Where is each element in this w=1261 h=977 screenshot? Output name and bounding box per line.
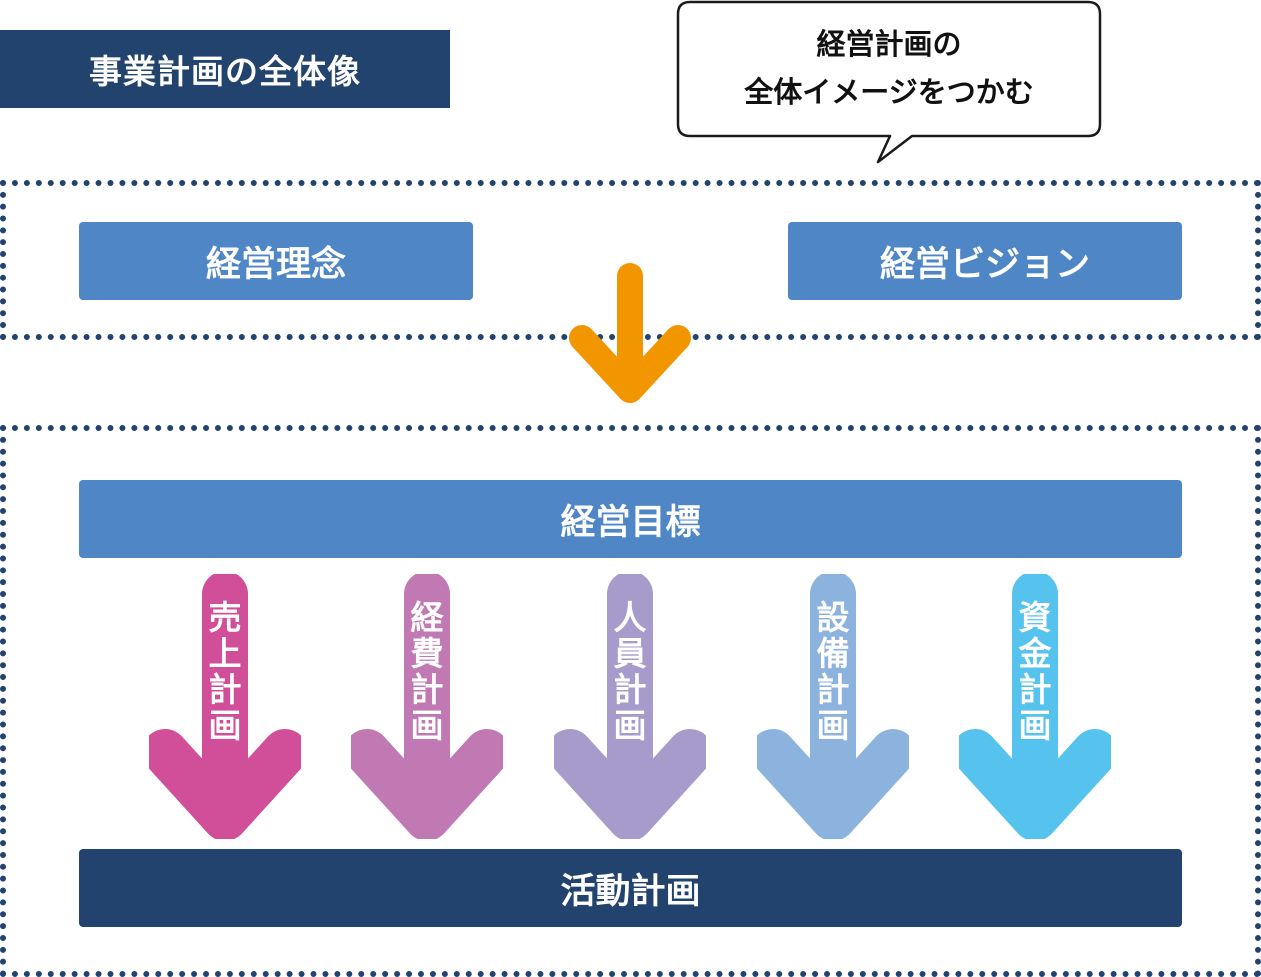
plan-label: 経費計画 xyxy=(410,598,444,745)
down-arrow-icon xyxy=(569,263,691,403)
plan-label: 設備計画 xyxy=(816,598,850,745)
activity-plan-box: 活動計画 xyxy=(79,849,1182,927)
plan-label: 売上計画 xyxy=(208,598,242,745)
plan-arrow-personnel: 人員計画 xyxy=(554,574,706,839)
bottom-section-frame xyxy=(0,425,1261,977)
management-goal-box: 経営目標 xyxy=(79,480,1182,558)
arrow-down-icon xyxy=(351,574,503,839)
arrow-down-icon xyxy=(554,574,706,839)
bubble-line-2: 全体イメージをつかむ xyxy=(744,75,1034,109)
management-philosophy-box: 経営理念 xyxy=(79,222,473,300)
arrow-down-icon xyxy=(959,574,1111,839)
page-title: 事業計画の全体像 xyxy=(0,30,450,108)
plan-label: 資金計画 xyxy=(1018,598,1052,745)
plan-label: 人員計画 xyxy=(613,598,647,745)
plan-arrow-sales: 売上計画 xyxy=(149,574,301,839)
plan-arrow-funding: 資金計画 xyxy=(959,574,1111,839)
plan-arrow-equipment: 設備計画 xyxy=(757,574,909,839)
bubble-text: 経営計画の 全体イメージをつかむ xyxy=(680,20,1098,116)
plan-arrow-expenses: 経費計画 xyxy=(351,574,503,839)
speech-bubble xyxy=(676,0,1102,164)
management-vision-box: 経営ビジョン xyxy=(788,222,1182,300)
bubble-line-1: 経営計画の xyxy=(816,27,962,61)
arrow-down-icon xyxy=(149,574,301,839)
arrow-down-icon xyxy=(757,574,909,839)
